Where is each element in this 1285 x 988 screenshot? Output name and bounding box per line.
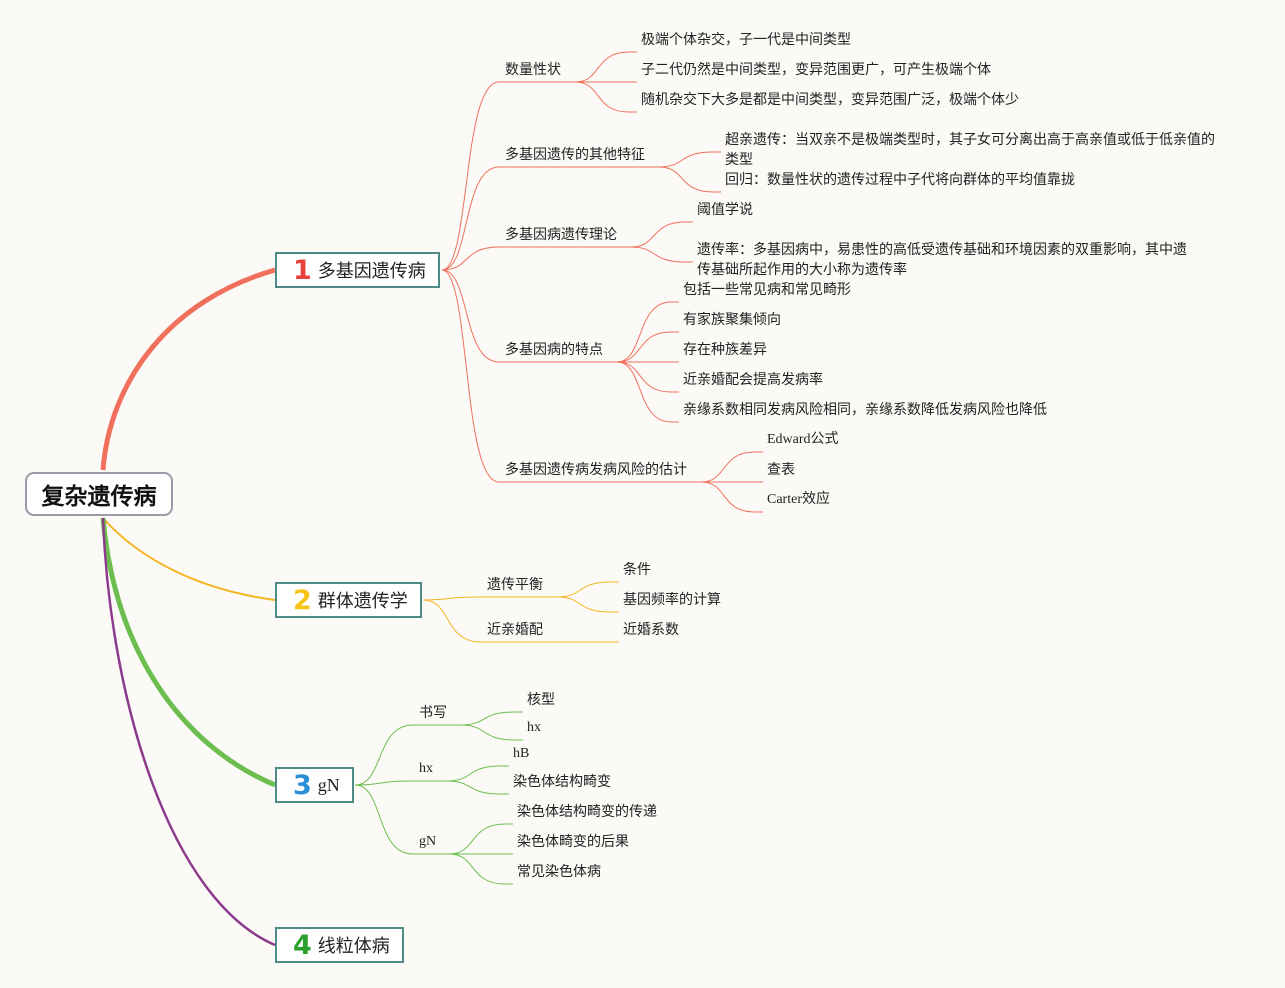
subtopic-b1-4[interactable]: 多基因病的特点 — [505, 342, 603, 358]
connector-b1-s3-c2 — [630, 246, 686, 263]
leaf-b3-2-1[interactable]: hB — [513, 746, 530, 761]
branch-polygenic-disease[interactable]: 1 多基因遗传病 — [275, 252, 440, 288]
connector-b1-s3 — [441, 246, 500, 271]
leaf-b3-2-2[interactable]: 染色体结构畸变 — [513, 774, 611, 790]
subtopic-b1-2[interactable]: 多基因遗传的其他特征 — [505, 147, 645, 163]
branch-label: gN — [317, 774, 340, 795]
number-badge-1: 1 — [293, 254, 312, 286]
connector-b1-s5-c3 — [700, 481, 756, 513]
branch-label: 群体遗传学 — [317, 591, 408, 612]
trunk-branch-4 — [101, 517, 276, 947]
leaf-b3-3-1[interactable]: 染色体结构畸变的传递 — [517, 804, 657, 820]
leaf-b1-2-2[interactable]: 回归：数量性状的遗传过程中子代将向群体的平均值靠拢 — [725, 172, 1075, 188]
leaf-b1-1-1[interactable]: 极端个体杂交，子一代是中间类型 — [641, 32, 851, 48]
leaf-b1-4-4[interactable]: 近亲婚配会提高发病率 — [683, 372, 823, 388]
connector-b2-s1-c2 — [556, 596, 612, 613]
connector-b1-s3-c1 — [630, 221, 686, 248]
connector-b1-s2-c2 — [658, 166, 714, 193]
leaf-b1-4-2[interactable]: 有家族聚集倾向 — [683, 312, 781, 328]
subtopic-b3-2[interactable]: hx — [419, 761, 433, 776]
connector-b2-s1-c1 — [556, 581, 612, 598]
connector-b1-s2 — [441, 166, 500, 271]
branch-mitochondrial-disease[interactable]: 4 线粒体病 — [275, 927, 404, 963]
branch-gn[interactable]: 3 gN — [275, 767, 354, 803]
branch-population-genetics[interactable]: 2 群体遗传学 — [275, 582, 422, 618]
subtopic-b1-1[interactable]: 数量性状 — [505, 62, 561, 78]
subtopic-b3-1[interactable]: 书写 — [419, 705, 447, 721]
leaf-b1-3-1[interactable]: 阈值学说 — [697, 202, 753, 218]
leaf-b3-3-3[interactable]: 常见染色体病 — [517, 864, 601, 880]
connector-b1-s1-c3 — [574, 81, 630, 113]
connector-b1-s5 — [441, 269, 500, 483]
connector-b1-s5-c1 — [700, 451, 756, 483]
connector-b3-s1-c1 — [460, 711, 516, 726]
leaf-b2-1-1[interactable]: 条件 — [623, 562, 651, 578]
connector-b3-s2-c1 — [446, 765, 502, 782]
leaf-b1-4-1[interactable]: 包括一些常见病和常见畸形 — [683, 282, 851, 298]
trunk-branch-1 — [100, 267, 276, 471]
subtopic-b1-3[interactable]: 多基因病遗传理论 — [505, 227, 617, 243]
connector-b3-s3 — [354, 784, 414, 855]
connector-b1-s4-c1 — [616, 301, 672, 363]
root-topic[interactable]: 复杂遗传病 — [25, 472, 173, 516]
connector-b3-s3-c3 — [448, 853, 506, 885]
connector-b3-s2 — [354, 780, 414, 786]
connector-b1-s1 — [441, 81, 500, 271]
connector-b1-s4-c5 — [616, 361, 672, 423]
connector-b3-s2-c2 — [446, 780, 502, 795]
connector-b1-s4-c2 — [616, 331, 672, 363]
leaf-b1-2-1[interactable]: 超亲遗传：当双亲不是极端类型时，其子女可分离出高于高亲值或低于低亲值的类型 — [725, 132, 1215, 168]
number-badge-3: 3 — [293, 769, 312, 801]
connector-b1-s2-c1 — [658, 151, 714, 168]
subtopic-b2-2[interactable]: 近亲婚配 — [487, 622, 543, 638]
branch-label: 多基因遗传病 — [317, 261, 426, 282]
trunk-branch-3 — [100, 517, 276, 788]
trunk-branch-2 — [102, 517, 276, 601]
connector-b3-s1 — [354, 724, 414, 786]
number-badge-4: 4 — [293, 929, 312, 961]
subtopic-b1-5[interactable]: 多基因遗传病发病风险的估计 — [505, 462, 687, 478]
connector-b1-s4-c4 — [616, 361, 672, 393]
leaf-b1-5-1[interactable]: Edward公式 — [767, 432, 839, 447]
subtopic-b3-3[interactable]: gN — [419, 834, 437, 849]
leaf-b1-1-2[interactable]: 子二代仍然是中间类型，变异范围更广，可产生极端个体 — [641, 62, 991, 78]
leaf-b3-3-2[interactable]: 染色体畸变的后果 — [517, 834, 629, 850]
leaf-b2-1-2[interactable]: 基因频率的计算 — [623, 592, 721, 608]
connector-b2-s1 — [422, 596, 482, 601]
number-badge-2: 2 — [293, 584, 312, 616]
connector-b2-s2 — [422, 599, 482, 643]
leaf-b2-2-1[interactable]: 近婚系数 — [623, 622, 679, 638]
leaf-b1-3-2[interactable]: 遗传率：多基因病中，易患性的高低受遗传基础和环境因素的双重影响，其中遗传基础所起… — [697, 242, 1187, 278]
leaf-b1-5-3[interactable]: Carter效应 — [767, 492, 830, 507]
connector-b3-s1-c2 — [460, 724, 516, 741]
leaf-b1-4-5[interactable]: 亲缘系数相同发病风险相同，亲缘系数降低发病风险也降低 — [683, 402, 1047, 418]
leaf-b1-4-3[interactable]: 存在种族差异 — [683, 342, 767, 358]
leaf-b1-1-3[interactable]: 随机杂交下大多是都是中间类型，变异范围广泛，极端个体少 — [641, 92, 1019, 108]
leaf-b1-5-2[interactable]: 查表 — [767, 462, 795, 478]
connector-b3-s3-c1 — [448, 823, 506, 855]
leaf-b3-1-1[interactable]: 核型 — [527, 692, 555, 708]
connector-b1-s1-c1 — [574, 51, 630, 83]
subtopic-b2-1[interactable]: 遗传平衡 — [487, 577, 543, 593]
branch-label: 线粒体病 — [317, 936, 390, 957]
connector-b1-s4 — [441, 269, 500, 363]
leaf-b3-1-2[interactable]: hx — [527, 720, 541, 735]
